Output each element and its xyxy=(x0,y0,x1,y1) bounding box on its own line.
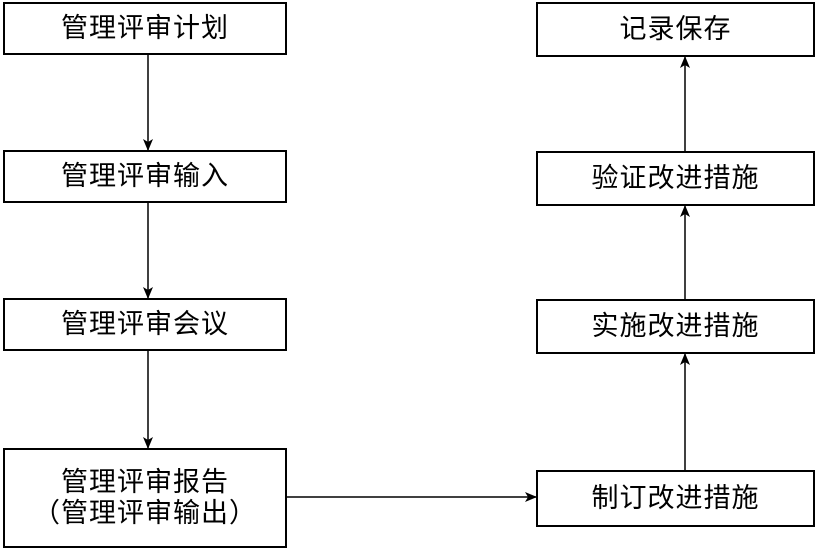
box-verify-improvement: 验证改进措施 xyxy=(536,151,815,206)
box-implement-improvement-label: 实施改进措施 xyxy=(591,310,760,342)
box-record-keeping: 记录保存 xyxy=(536,2,815,57)
box-verify-improvement-label: 验证改进措施 xyxy=(591,162,760,194)
box-review-plan-label: 管理评审计划 xyxy=(61,12,229,44)
box-review-meeting: 管理评审会议 xyxy=(3,298,287,351)
box-review-output-label: （管理评审输出） xyxy=(33,498,257,529)
box-formulate-improvement-label: 制订改进措施 xyxy=(591,482,760,514)
box-review-input-label: 管理评审输入 xyxy=(61,160,229,192)
box-review-plan: 管理评审计划 xyxy=(3,2,287,55)
box-review-meeting-label: 管理评审会议 xyxy=(61,308,229,340)
box-review-report: 管理评审报告 （管理评审输出） xyxy=(3,448,287,548)
box-record-keeping-label: 记录保存 xyxy=(619,13,732,45)
box-review-report-label: 管理评审报告 xyxy=(61,466,229,498)
box-implement-improvement: 实施改进措施 xyxy=(536,299,815,354)
box-formulate-improvement: 制订改进措施 xyxy=(536,470,815,527)
box-review-input: 管理评审输入 xyxy=(3,150,287,203)
